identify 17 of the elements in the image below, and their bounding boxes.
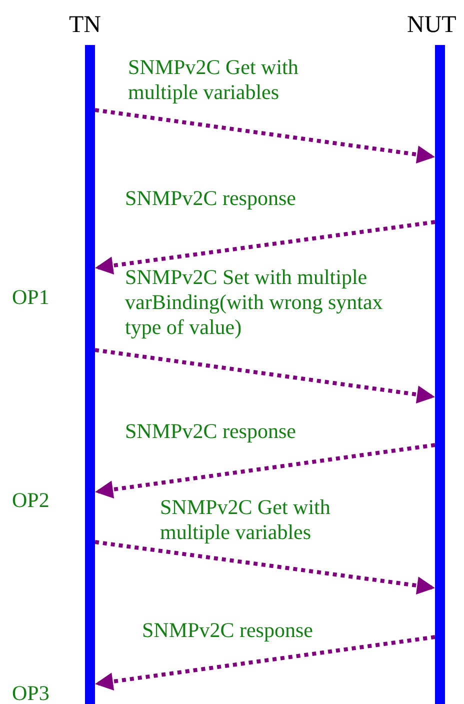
message-label: SNMPv2C Set with multiple varBinding(with wrong syntax type of value) <box>125 265 384 340</box>
message-arrow <box>94 635 436 690</box>
message-arrow <box>94 540 436 594</box>
lifeline-title: NUT <box>407 11 456 39</box>
operation-label: OP3 <box>12 681 50 704</box>
message-arrow <box>94 108 436 164</box>
message-arrow <box>94 348 436 404</box>
message-label: SNMPv2C Get with multiple variables <box>160 495 332 545</box>
message-arrow <box>94 443 436 498</box>
operation-label: OP2 <box>12 488 50 512</box>
message-arrow <box>94 220 436 274</box>
message-label: SNMPv2C response <box>125 419 297 444</box>
message-label: SNMPv2C Get with multiple variables <box>128 55 300 105</box>
message-label: SNMPv2C response <box>142 618 314 643</box>
lifeline-title: TN <box>69 11 101 39</box>
operation-label: OP1 <box>12 285 50 309</box>
message-label: SNMPv2C response <box>125 186 297 211</box>
